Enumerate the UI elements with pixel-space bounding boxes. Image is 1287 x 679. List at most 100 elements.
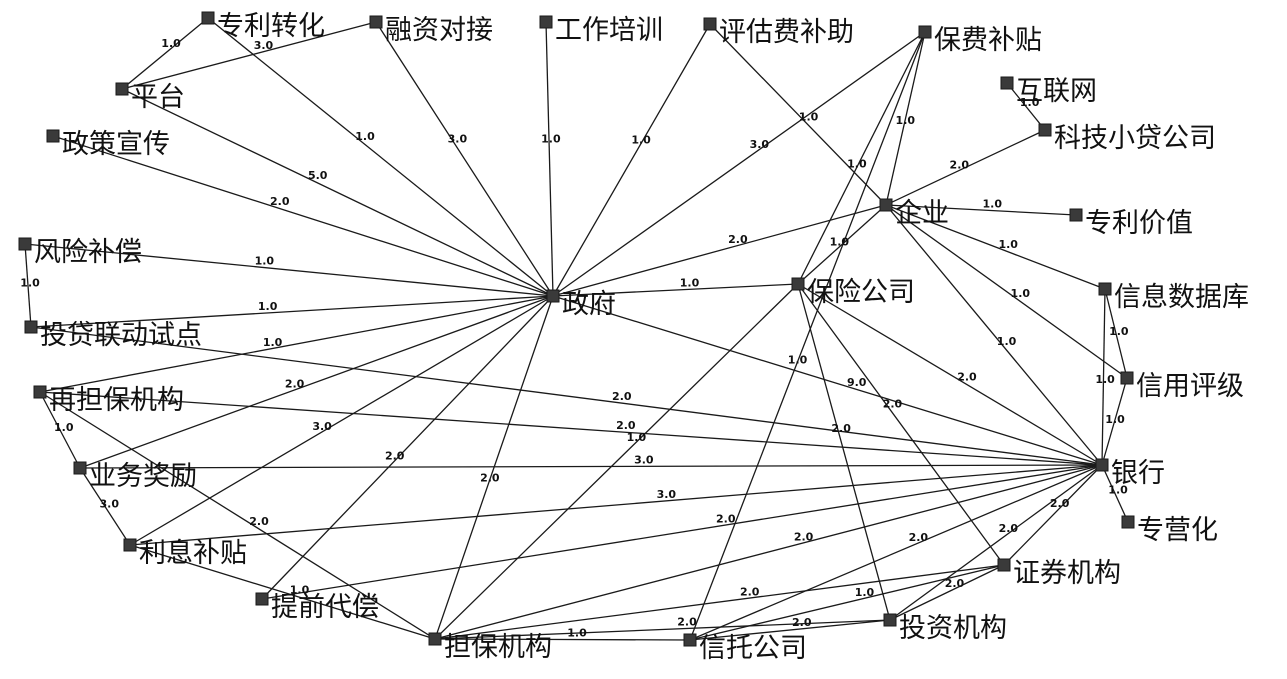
edge-yewu_jiangli-lixi_butie xyxy=(79,467,131,546)
node-marker xyxy=(539,15,553,29)
node-baofei_butie: 保费补贴 xyxy=(918,25,1042,56)
edge-weight-label: 1.0 xyxy=(847,158,867,171)
edge-zhengfu-yinhang xyxy=(552,295,1103,466)
edge-zaidanbao-yewu_jiangli xyxy=(39,391,81,469)
node-tiqian_daichang: 提前代偿 xyxy=(255,592,379,623)
node-marker xyxy=(683,633,697,647)
node-label: 投资机构 xyxy=(899,613,1007,644)
edge-weight-label: 3.0 xyxy=(657,488,677,501)
edge-xintuo-touzi_jigou xyxy=(689,619,891,641)
edge-weight-label: 3.0 xyxy=(100,497,120,510)
node-label: 保险公司 xyxy=(807,277,915,308)
node-label: 专利价值 xyxy=(1085,208,1193,239)
node-keji_xiaodai: 科技小贷公司 xyxy=(1038,123,1216,154)
edge-zhengfu-zhengce_xuanchuan xyxy=(52,135,554,297)
edge-baofei_butie-qiye xyxy=(885,31,926,206)
edge-qiye-xinxi_shujuku xyxy=(885,204,1106,290)
edge-weight-label: 1.0 xyxy=(788,353,808,366)
edge-yewu_jiangli-yinhang xyxy=(79,464,1103,469)
edge-zhengfu-fengxian_buchang xyxy=(24,243,554,297)
node-pinggu_fei: 评估费补助 xyxy=(703,17,854,48)
node-label: 评估费补助 xyxy=(719,17,854,48)
edge-weight-label: 2.0 xyxy=(385,450,405,463)
edge-weight-label: 2.0 xyxy=(792,616,812,629)
node-label: 互联网 xyxy=(1016,76,1097,107)
edge-touzi_jigou-baoxian xyxy=(797,283,891,621)
edge-weight-label: 2.0 xyxy=(249,515,269,528)
node-zhengce_xuanchuan: 政策宣传 xyxy=(46,129,170,160)
node-xinxi_shujuku: 信息数据库 xyxy=(1098,282,1249,313)
edge-weight-label: 1.0 xyxy=(258,300,278,313)
node-marker xyxy=(997,558,1011,572)
edge-danbao-yinhang xyxy=(434,464,1103,640)
edge-touzi_jigou-yinhang xyxy=(889,464,1103,621)
edge-weight-label: 2.0 xyxy=(716,512,736,525)
edge-weight-label: 1.0 xyxy=(54,421,74,434)
edge-weight-label: 1.0 xyxy=(830,235,850,248)
node-gongzuo_peixun: 工作培训 xyxy=(539,15,663,46)
node-danbao: 担保机构 xyxy=(428,632,552,663)
edge-weight-label: 1.0 xyxy=(290,584,310,597)
edge-xintuo-yinhang xyxy=(689,464,1103,641)
edge-xinxi_shujuku-yinhang xyxy=(1101,288,1106,466)
edge-weight-label: 1.0 xyxy=(997,335,1017,348)
node-label: 平台 xyxy=(131,82,185,113)
edge-xinyong_pingji-yinhang xyxy=(1101,377,1128,466)
edge-weight-label: 1.0 xyxy=(1020,96,1040,109)
node-zhuanli_zhuanhua: 专利转化 xyxy=(201,11,325,42)
node-layer: 专利转化融资对接工作培训评估费补助保费补贴互联网科技小贷公司平台政策宣传企业专利… xyxy=(18,11,1249,664)
edge-weight-label: 2.0 xyxy=(945,577,965,590)
edge-zhengfu-danbao xyxy=(434,295,554,640)
edge-xintuo-zhengquan xyxy=(689,564,1005,641)
node-marker xyxy=(255,592,269,606)
edge-zhengfu-zhuanli_zhuanhua xyxy=(207,17,554,297)
node-marker xyxy=(1000,76,1014,90)
edge-weight-label: 2.0 xyxy=(612,390,632,403)
node-label: 信息数据库 xyxy=(1114,282,1249,313)
edge-zaidanbao-danbao xyxy=(39,391,436,640)
node-label: 风险补偿 xyxy=(34,237,142,268)
edge-weight-label: 2.0 xyxy=(285,378,305,391)
node-marker xyxy=(1095,458,1109,472)
edge-zaidanbao-yinhang xyxy=(39,391,1103,466)
node-marker xyxy=(18,237,32,251)
node-zhengfu: 政府 xyxy=(546,289,616,320)
edge-pinggu_fei-qiye xyxy=(709,23,887,206)
node-marker xyxy=(1120,371,1134,385)
edge-weight-label: 2.0 xyxy=(909,531,929,544)
node-marker xyxy=(369,15,383,29)
node-marker xyxy=(33,385,47,399)
edge-toudai_liandong-yinhang xyxy=(30,326,1103,466)
node-zaidanbao: 再担保机构 xyxy=(33,385,184,416)
edge-keji_xiaodai-qiye xyxy=(885,129,1046,206)
edge-weight-label: 1.0 xyxy=(680,276,700,289)
edge-zhengfu-pinggu_fei xyxy=(552,23,711,297)
node-marker xyxy=(123,538,137,552)
edge-weight-label: 2.0 xyxy=(950,158,970,171)
node-lixi_butie: 利息补贴 xyxy=(123,538,247,569)
node-marker xyxy=(879,198,893,212)
edge-weight-label: 5.0 xyxy=(308,169,328,182)
node-toudai_liandong: 投贷联动试点 xyxy=(24,320,202,351)
edge-hulianwang-keji_xiaodai xyxy=(1006,82,1046,131)
edge-weight-label: 2.0 xyxy=(740,585,760,598)
edge-weight-label: 1.0 xyxy=(1108,483,1128,496)
edge-zhengfu-lixi_butie xyxy=(129,295,554,546)
node-marker xyxy=(1098,282,1112,296)
edge-weight-label: 2.0 xyxy=(831,422,851,435)
edge-weight-label: 2.0 xyxy=(883,397,903,410)
node-marker xyxy=(546,289,560,303)
edge-xinxi_shujuku-xinyong_pingji xyxy=(1104,288,1128,379)
edge-weight-label: 1.0 xyxy=(1095,373,1115,386)
node-yinhang: 银行 xyxy=(1095,458,1165,489)
edge-zhengfu-yewu_jiangli xyxy=(79,295,554,469)
node-marker xyxy=(1121,515,1135,529)
node-label: 融资对接 xyxy=(385,15,493,46)
edge-weight-label: 1.0 xyxy=(263,336,283,349)
node-marker xyxy=(883,613,897,627)
node-label: 专利转化 xyxy=(217,11,325,42)
node-label: 专营化 xyxy=(1137,515,1218,546)
node-zhuanli_jiazhi: 专利价值 xyxy=(1069,208,1193,239)
